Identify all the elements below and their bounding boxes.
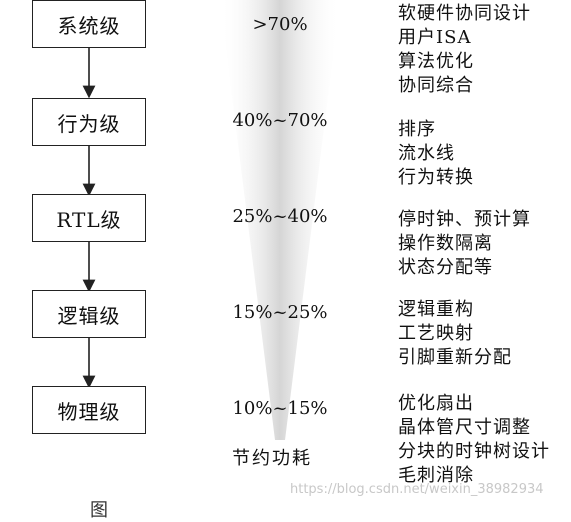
- techniques-physical: 优化扇出 晶体管尺寸调整 分块的时钟树设计 毛刺消除: [398, 392, 550, 488]
- saving-logic: 15%~25%: [232, 302, 328, 323]
- technique-item: 用户ISA: [398, 27, 472, 48]
- technique-item: 工艺映射: [398, 323, 474, 344]
- saving-system: >70%: [252, 14, 308, 35]
- power-saving-diagram: 系统级 行为级 RTL级 逻辑级 物理级 >70% 40%~70% 25%~40…: [32, 0, 550, 521]
- saving-rtl: 25%~40%: [232, 206, 328, 227]
- techniques-system: 软硬件协同设计 用户ISA 算法优化 协同综合: [398, 2, 531, 98]
- technique-item: 行为转换: [398, 167, 474, 188]
- technique-item: 状态分配等: [398, 257, 493, 278]
- figure-caption: 图: [90, 500, 111, 521]
- technique-item: 晶体管尺寸调整: [398, 417, 531, 438]
- power-saving-funnel: [220, 0, 340, 440]
- level-arrows: [82, 48, 96, 389]
- level-box-physical: 物理级: [32, 386, 146, 434]
- technique-item: 毛刺消除: [398, 465, 474, 486]
- techniques-rtl: 停时钟、预计算 操作数隔离 状态分配等: [398, 208, 531, 280]
- technique-item: 软硬件协同设计: [398, 3, 531, 24]
- techniques-logic: 逻辑重构 工艺映射 引脚重新分配: [398, 298, 512, 370]
- saving-physical: 10%~15%: [232, 398, 328, 419]
- level-box-system: 系统级: [32, 0, 146, 48]
- level-box-logic: 逻辑级: [32, 290, 146, 338]
- technique-item: 引脚重新分配: [398, 347, 512, 368]
- watermark: https://blog.csdn.net/weixin_38982934: [290, 482, 544, 497]
- technique-item: 协同综合: [398, 75, 474, 96]
- technique-item: 排序: [398, 119, 436, 140]
- technique-item: 优化扇出: [398, 393, 474, 414]
- saving-behavioral: 40%~70%: [232, 110, 328, 131]
- technique-item: 逻辑重构: [398, 299, 474, 320]
- level-box-rtl: RTL级: [32, 194, 146, 242]
- power-saving-label: 节约功耗: [232, 448, 312, 469]
- technique-item: 流水线: [398, 143, 455, 164]
- technique-item: 操作数隔离: [398, 233, 493, 254]
- technique-item: 分块的时钟树设计: [398, 441, 550, 462]
- techniques-behavioral: 排序 流水线 行为转换: [398, 118, 474, 190]
- level-box-behavioral: 行为级: [32, 98, 146, 146]
- technique-item: 算法优化: [398, 51, 474, 72]
- technique-item: 停时钟、预计算: [398, 209, 531, 230]
